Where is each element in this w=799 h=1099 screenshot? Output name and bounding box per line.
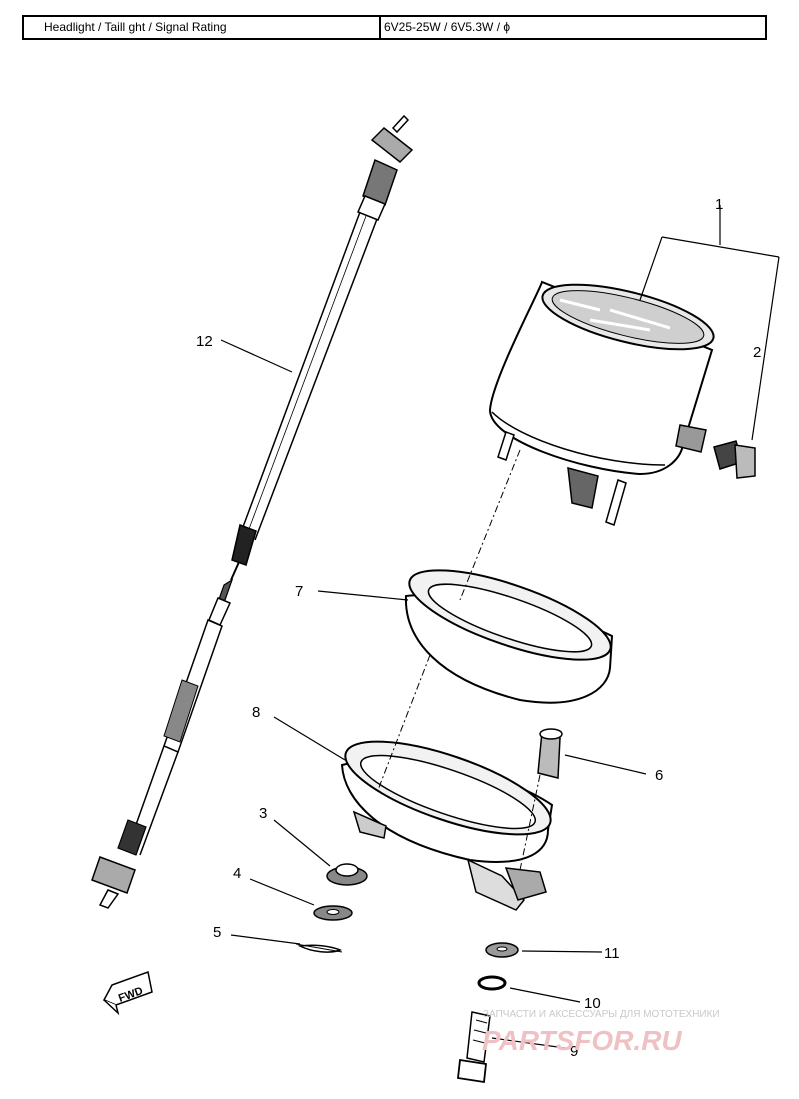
callout-10: 10 — [584, 995, 601, 1012]
washer — [313, 905, 353, 921]
callout-9: 9 — [570, 1043, 578, 1060]
callout-1: 1 — [715, 196, 723, 213]
grommet — [326, 863, 368, 886]
callout-11: 11 — [604, 945, 620, 962]
bolt — [457, 1011, 491, 1084]
callout-6: 6 — [655, 767, 663, 784]
assembly-centerlines — [377, 449, 541, 871]
callout-8: 8 — [252, 704, 260, 721]
speedometer-housing — [488, 280, 715, 526]
washer-lower — [485, 942, 519, 958]
rating-spec-table: Headlight / Taill ght / Signal Rating 6V… — [22, 15, 767, 40]
speedometer-cable — [91, 114, 414, 909]
clip — [295, 943, 343, 953]
watermark: ЗАПЧАСТИ И АКСЕССУАРЫ ДЛЯ МОТОТЕХНИКИ PA… — [482, 1009, 720, 1056]
callout-2: 2 — [753, 344, 761, 361]
watermark-brand: PARTSFOR.RU — [482, 1025, 682, 1056]
cushion-ring — [404, 569, 614, 704]
callout-7: 7 — [295, 583, 303, 600]
leader-lines — [220, 205, 780, 1049]
watermark-tagline: ЗАПЧАСТИ И АКСЕССУАРЫ ДЛЯ МОТОТЕХНИКИ — [483, 1009, 720, 1020]
bulb-socket — [713, 440, 756, 479]
callout-labels: 12 1 2 7 8 6 3 4 5 11 10 9 — [196, 196, 761, 1060]
spring-washer — [477, 975, 507, 991]
meter-case — [340, 740, 554, 911]
callout-12: 12 — [196, 333, 213, 350]
callout-3: 3 — [259, 805, 267, 822]
rating-label: Headlight / Taill ght / Signal Rating — [24, 17, 381, 38]
spacer-collar — [537, 728, 563, 779]
callout-4: 4 — [233, 865, 241, 882]
callout-5: 5 — [213, 924, 221, 941]
rating-value: 6V25-25W / 6V5.3W / ϕ — [384, 20, 511, 34]
forward-direction-arrow: FWD — [102, 970, 153, 1016]
